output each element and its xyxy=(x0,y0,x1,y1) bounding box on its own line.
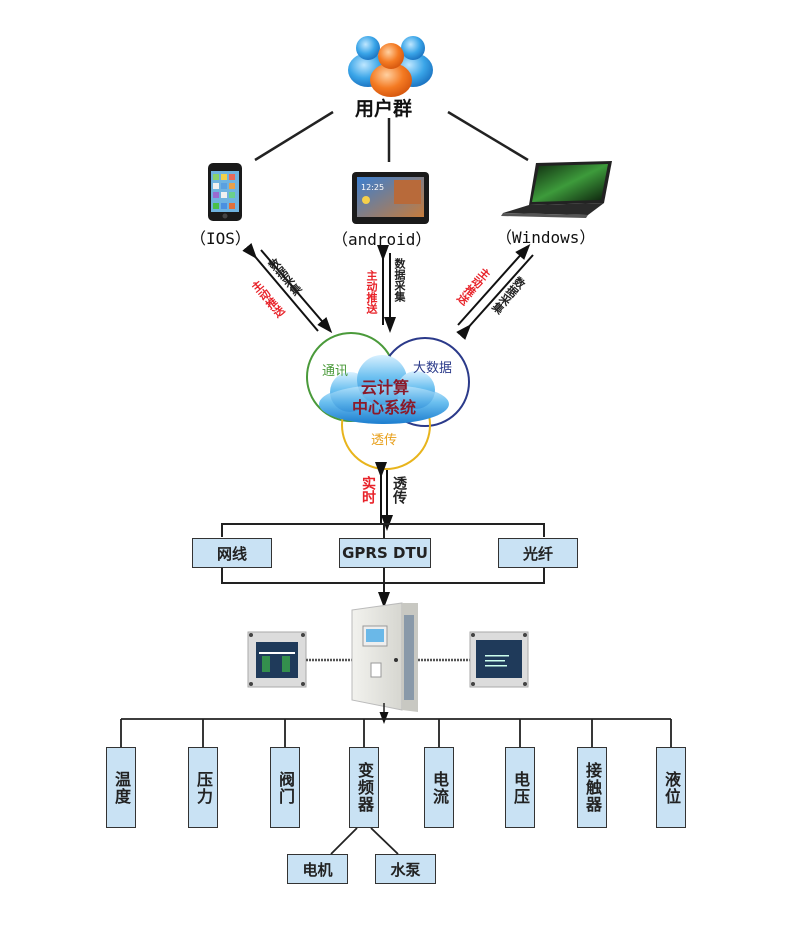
device-label-windows: （Windows） xyxy=(496,228,596,247)
communication-label: 通讯 xyxy=(322,364,349,379)
android-collect-label: 数据采集 xyxy=(393,258,406,302)
endpoint-valve: 阀门 xyxy=(270,747,300,828)
cloud-title-line2: 中心系统 xyxy=(352,398,417,417)
inverter-child-motor: 电机 xyxy=(287,854,348,884)
realtime-link-arrows xyxy=(375,462,393,531)
device-label-ios: （IOS） xyxy=(190,229,251,248)
transparent-label: 透传 xyxy=(371,433,398,448)
svg-text:12:25: 12:25 xyxy=(361,183,384,192)
iphone-icon xyxy=(208,163,242,221)
android-link-arrows xyxy=(377,245,396,333)
windows-link-arrows xyxy=(456,244,534,340)
big-data-label: 大数据 xyxy=(413,361,453,376)
user-group-icon xyxy=(348,36,433,97)
android-tablet-icon: 12:25 xyxy=(352,172,429,224)
io-module-icon xyxy=(469,631,529,688)
endpoint-inverter: 变频器 xyxy=(349,747,379,828)
endpoint-contactor: 接触器 xyxy=(577,747,607,828)
network-option-ethernet: 网线 xyxy=(192,538,272,568)
transparent-transfer-label: 透传 xyxy=(391,476,407,504)
windows-laptop-icon xyxy=(501,161,612,218)
control-cabinet-icon xyxy=(351,602,418,712)
inverter-child-pump: 水泵 xyxy=(375,854,436,884)
network-option-gprs-dtu: GPRS DTU xyxy=(339,538,431,568)
cloud-title-line1: 云计算 xyxy=(361,378,410,397)
link-users-ios xyxy=(254,110,334,162)
network-option-fiber: 光纤 xyxy=(498,538,578,568)
network-bus xyxy=(221,523,545,608)
endpoint-current: 电流 xyxy=(424,747,454,828)
device-label-android: （android） xyxy=(332,230,432,249)
link-users-windows xyxy=(447,110,529,162)
realtime-label: 实时 xyxy=(360,476,376,504)
ios-link-arrows xyxy=(242,243,333,334)
endpoint-voltage: 电压 xyxy=(505,747,535,828)
sensor-module-icon xyxy=(247,631,307,688)
user-group-label: 用户群 xyxy=(355,98,413,120)
endpoint-liquid-level: 液位 xyxy=(656,747,686,828)
endpoint-temperature: 温度 xyxy=(106,747,136,828)
endpoint-bus xyxy=(120,718,672,855)
endpoint-pressure: 压力 xyxy=(188,747,218,828)
cloud-icon xyxy=(319,355,449,424)
android-push-label: 主动推送 xyxy=(365,270,378,314)
